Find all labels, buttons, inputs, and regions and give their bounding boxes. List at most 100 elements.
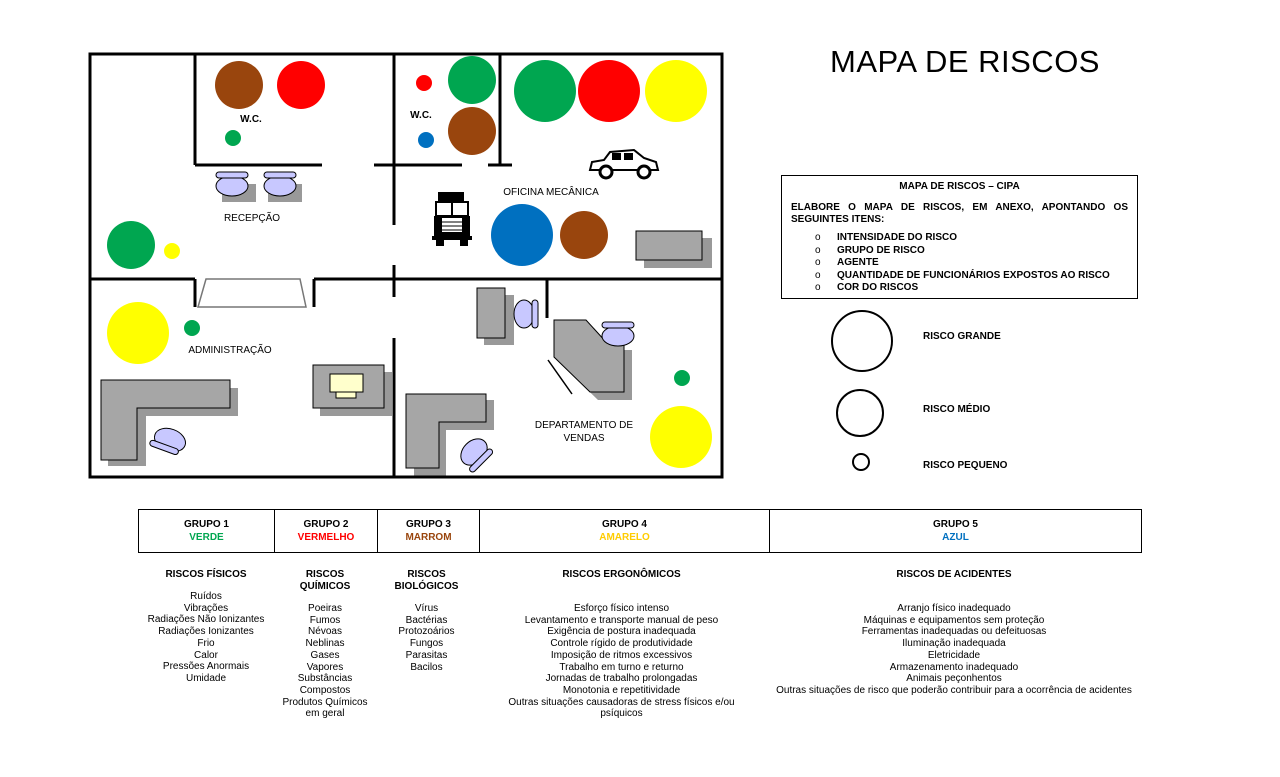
- risk-circle-azul: [491, 204, 553, 266]
- risk-item: Ferramentas inadequadas ou defeituosas: [861, 626, 1047, 638]
- risk-circle-verde: [225, 130, 241, 146]
- risk-item: Outras situações de risco que poderão co…: [776, 684, 1132, 696]
- room-label-wc: W.C.: [410, 110, 432, 121]
- risk-item: Fumos: [309, 614, 341, 626]
- chair-icon: [460, 438, 494, 473]
- risk-circle-verde: [107, 221, 155, 269]
- risk-item: Animais peçonhentos: [906, 673, 1002, 685]
- risk-circle-amarelo: [164, 243, 180, 259]
- risk-column-fisicos: RISCOS FÍSICOS Ruídos Vibrações Radiaçõe…: [138, 569, 274, 685]
- legend-label-grande: RISCO GRANDE: [923, 331, 1001, 342]
- floor-plan: W.C. W.C. RECEPÇÃO OFICINA MECÂNICA ADMI…: [88, 52, 724, 479]
- risk-circles: [107, 56, 712, 468]
- risk-circle-amarelo: [107, 302, 169, 364]
- legend-circle-medium: [836, 389, 884, 437]
- risk-item: Protozoários: [398, 626, 455, 638]
- risk-item: Vírus: [414, 603, 439, 614]
- bullet: o: [815, 244, 821, 256]
- risk-item: Parasitas: [405, 649, 448, 661]
- group-color-name: VERMELHO: [297, 532, 355, 543]
- door-opening: [197, 278, 307, 308]
- risk-circle-azul: [418, 132, 434, 148]
- group-cell: GRUPO 2 VERMELHO: [274, 509, 378, 553]
- risk-circle-verde: [514, 60, 576, 122]
- risk-item: Radiações Ionizantes: [158, 626, 254, 638]
- risk-item: Arranjo físico inadequado: [897, 603, 1011, 614]
- risk-item: Pressões Anormais: [162, 661, 250, 673]
- list-item: o GRUPO DE RISCO: [791, 245, 1128, 258]
- risk-item: Compostos: [299, 684, 351, 696]
- risk-heading: RISCOS FÍSICOS: [165, 569, 247, 580]
- list-item: o INTENSIDADE DO RISCO: [791, 232, 1128, 245]
- risk-heading-line: BIOLÓGICOS: [394, 581, 459, 592]
- risk-circle-amarelo: [650, 406, 712, 468]
- risk-item: Frio: [197, 637, 215, 649]
- risk-heading-line: QUÍMICOS: [299, 581, 351, 592]
- group-label: GRUPO 5: [932, 519, 978, 530]
- risk-circle-amarelo: [645, 60, 707, 122]
- list-item-text: COR DO RISCOS: [837, 282, 919, 293]
- risk-item: Umidade: [185, 672, 227, 684]
- risk-item: em geral: [305, 708, 345, 720]
- room-label-recepcao: RECEPÇÃO: [224, 211, 280, 224]
- risk-item: Outras situações causadoras de stress fí…: [508, 696, 735, 708]
- chair-icon: [601, 321, 635, 347]
- risk-item: Produtos Químicos: [282, 696, 368, 708]
- group-label: GRUPO 3: [405, 519, 451, 530]
- risk-item: Bacilos: [410, 661, 443, 673]
- chair-icon: [215, 171, 249, 197]
- legend-label-medio: RISCO MÉDIO: [923, 404, 991, 415]
- legend-label-pequeno: RISCO PEQUENO: [923, 460, 1008, 471]
- list-item-text: INTENSIDADE DO RISCO: [837, 232, 958, 243]
- group-label: GRUPO 1: [183, 519, 229, 530]
- room-label-vendas: VENDAS: [563, 433, 604, 444]
- risk-item: Bactérias: [405, 614, 448, 626]
- group-color-name: VERDE: [189, 532, 224, 543]
- risk-item: Iluminação inadequada: [902, 638, 1006, 650]
- chair-icon: [149, 427, 186, 456]
- risk-column-ergonomicos: RISCOS ERGONÔMICOS Esforço físico intens…: [477, 569, 766, 720]
- instructions-intro: ELABORE O MAPA DE RISCOS, EM ANEXO, APON…: [791, 202, 1128, 225]
- group-label: GRUPO 2: [303, 519, 349, 530]
- risk-circle-vermelho: [578, 60, 640, 122]
- page-title: MAPA DE RISCOS: [830, 44, 1100, 79]
- risk-circle-verde: [674, 370, 690, 386]
- risk-column-acidentes: RISCOS DE ACIDENTES Arranjo físico inade…: [766, 569, 1142, 697]
- risk-item: Gases: [310, 649, 340, 661]
- list-item-text: GRUPO DE RISCO: [837, 244, 925, 256]
- furniture: [100, 171, 712, 476]
- risk-circle-vermelho: [277, 61, 325, 109]
- risk-item: Armazenamento inadequado: [889, 661, 1019, 673]
- instructions-heading: MAPA DE RISCOS – CIPA: [899, 181, 1020, 192]
- car-icon: [588, 148, 660, 180]
- risk-item: Névoas: [308, 626, 342, 638]
- room-label-wc: W.C.: [240, 114, 262, 125]
- risk-item: psíquicos: [600, 708, 643, 720]
- instructions-box: MAPA DE RISCOS – CIPA ELABORE O MAPA DE …: [781, 175, 1138, 299]
- risk-circle-marrom: [448, 107, 496, 155]
- bullet: o: [815, 232, 821, 243]
- risk-heading-line: RISCOS: [305, 569, 345, 580]
- bullet: o: [815, 269, 821, 281]
- chair-icon: [263, 171, 297, 197]
- room-label-oficina: OFICINA MECÂNICA: [503, 185, 599, 198]
- room-label-administracao: ADMINISTRAÇÃO: [188, 343, 272, 356]
- risk-heading: RISCOS DE ACIDENTES: [896, 569, 1012, 580]
- truck-icon: [432, 192, 472, 246]
- bullet: o: [815, 257, 821, 268]
- group-cell: GRUPO 1 VERDE: [138, 509, 275, 553]
- legend-circle-small: [852, 453, 870, 471]
- risk-circle-verde: [184, 320, 200, 336]
- risk-item: Imposição de ritmos excessivos: [550, 649, 693, 661]
- list-item-text: AGENTE: [837, 257, 879, 268]
- risk-heading-line: RISCOS: [407, 569, 446, 580]
